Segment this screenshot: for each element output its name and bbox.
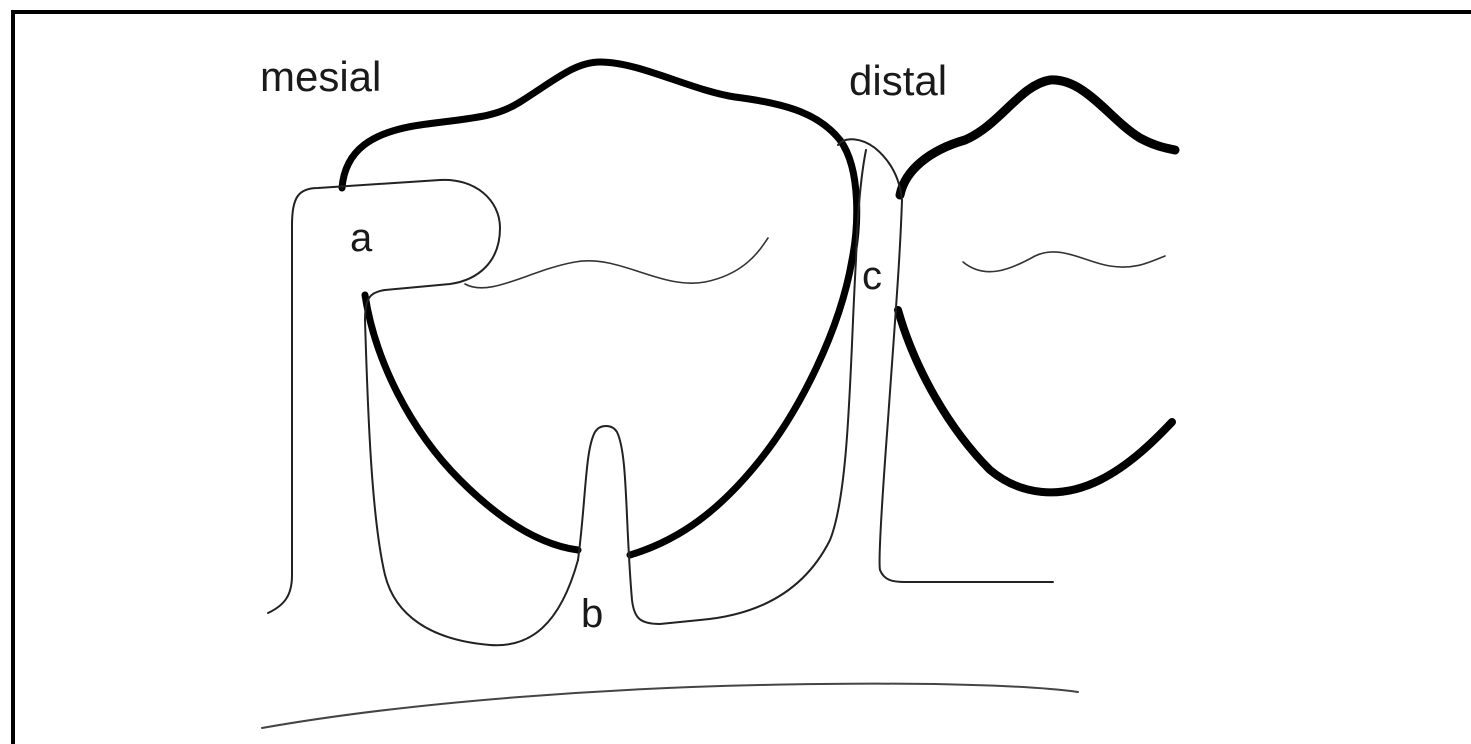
wavy-line-adjacent-tooth: [962, 251, 1166, 273]
baseline-curve: [261, 682, 1079, 729]
label-mesial: mesial: [260, 53, 382, 100]
adjacent-tooth-bottom-outline: [894, 306, 1176, 497]
adjacent-tooth-top-outline: [895, 75, 1180, 200]
label-distal: distal: [849, 57, 948, 104]
label-a: a: [350, 216, 373, 260]
structure-b-outline: [577, 149, 867, 626]
label-c: c: [862, 254, 882, 298]
wavy-line-main-tooth: [464, 237, 769, 289]
main-tooth-crown-outline: [338, 58, 861, 559]
structure-a-outline: [267, 178, 579, 647]
structure-c-outline: [837, 138, 1054, 583]
main-tooth-lower-left-outline: [361, 291, 582, 554]
label-b: b: [581, 592, 604, 636]
diagram-frame: [11, 10, 1471, 744]
